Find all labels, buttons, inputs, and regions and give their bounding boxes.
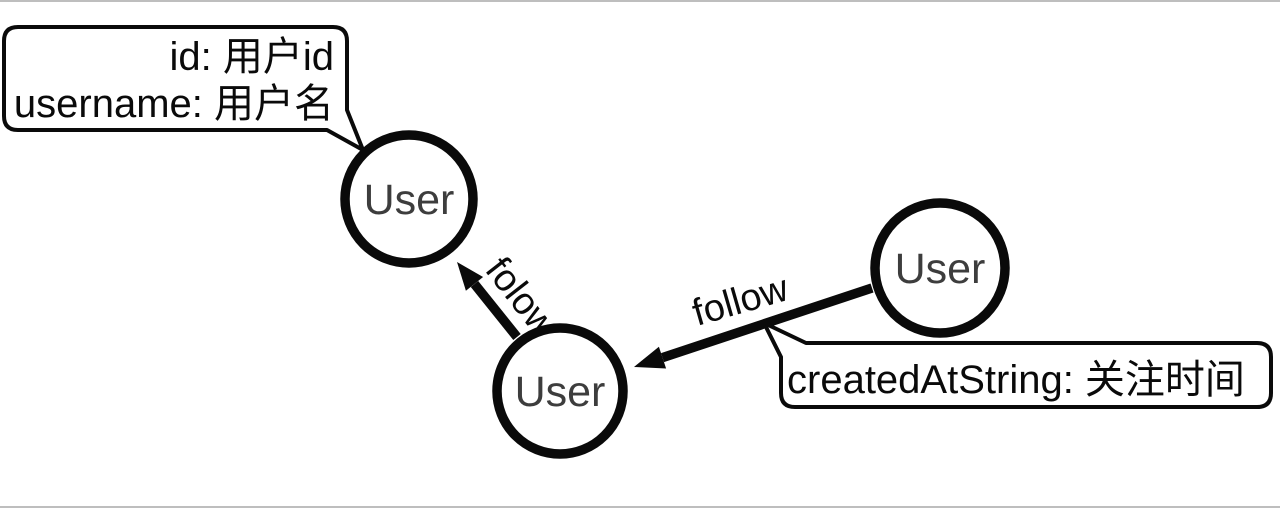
node-label: User	[515, 368, 606, 416]
callout-line-createdat: createdAtString: 关注时间	[787, 358, 1245, 402]
edge-label: follow	[688, 267, 794, 334]
user-node-right: User	[870, 198, 1010, 338]
node-circle	[870, 198, 1010, 338]
callout-bubble	[2, 25, 365, 152]
node-label: User	[895, 245, 986, 293]
node-circle	[492, 323, 628, 459]
node-circle	[340, 130, 478, 268]
user-node-bottom-middle: User	[492, 323, 628, 459]
callout-line-username: username: 用户名	[14, 82, 334, 126]
user-properties-callout: id: 用户id username: 用户名	[2, 25, 365, 152]
follow-properties-callout: createdAtString: 关注时间	[762, 321, 1273, 409]
callout-line-id: id: 用户id	[170, 35, 335, 79]
user-node-top-left: User	[340, 130, 478, 268]
callout-bubble	[762, 321, 1273, 409]
arrowhead-icon	[634, 346, 667, 369]
arrowhead-icon	[457, 262, 484, 291]
edge-shaft	[470, 281, 521, 340]
node-label: User	[364, 176, 455, 224]
